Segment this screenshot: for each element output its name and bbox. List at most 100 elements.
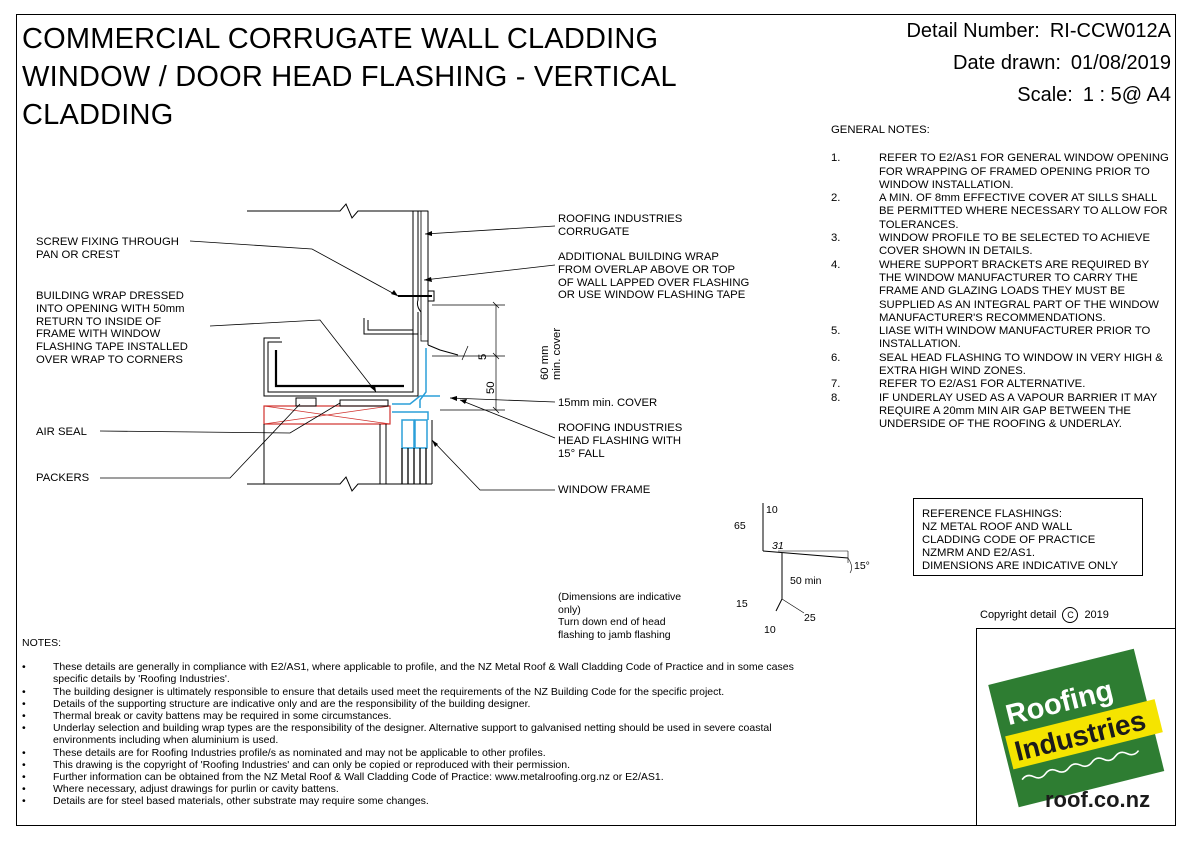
general-note: 4.WHERE SUPPORT BRACKETS ARE REQUIRED BY… (831, 259, 1171, 325)
label-packers: PACKERS (36, 472, 90, 484)
note-text: These details are generally in complianc… (53, 661, 794, 686)
profile-dim-50min: 50 min (790, 575, 822, 587)
general-note-number: 2. (831, 192, 841, 205)
logo-wave-line (1021, 750, 1140, 781)
detail-number-value: RI-CCW012A (1049, 20, 1171, 42)
cavity-batten (420, 210, 429, 342)
flashing-profile-sketch: 10 65 31 15° 50 min 15 25 10 (734, 503, 870, 636)
leader-wrap (209, 319, 377, 393)
detail-number-label: Detail Number: (906, 20, 1040, 42)
general-note-number: 5. (831, 325, 841, 338)
general-note: 6.SEAL HEAD FLASHING TO WINDOW IN VERY H… (831, 352, 1171, 379)
note-item: • Where necessary, adjust drawings for pu… (22, 783, 822, 795)
label-head-flashing: ROOFING INDUSTRIES HEAD FLASHING WITH 15… (558, 422, 683, 460)
reference-flashings-box: REFERENCE FLASHINGS: NZ METAL ROOF AND W… (913, 498, 1143, 576)
profile-dim-10-top: 10 (766, 504, 778, 516)
lintel-timber (263, 405, 391, 425)
general-note-number: 8. (831, 391, 841, 404)
profile-dim-15: 15 (736, 598, 748, 610)
copyright: Copyright detail C 2019 (980, 607, 1109, 623)
profile-slope (762, 550, 849, 559)
general-note-text: REFER TO E2/AS1 FOR GENERAL WINDOW OPENI… (879, 152, 1169, 191)
logo-panel: Roofing Industries roof.co.nz (976, 628, 1176, 826)
general-note-number: 1. (831, 152, 841, 165)
logo-yellow-band (1005, 699, 1163, 770)
scale-value: 1 : 5@ A4 (1082, 84, 1171, 106)
profile-note: (Dimensions are indicative only) Turn do… (558, 591, 682, 641)
leader-air-seal (99, 402, 341, 434)
note-text: Thermal break or cavity battens may be r… (53, 710, 392, 723)
profile-dim-65: 65 (734, 520, 746, 532)
flashing-fall (427, 344, 459, 356)
note-bullet: • (22, 697, 26, 710)
note-text: Underlay selection and building wrap typ… (53, 722, 772, 747)
general-note-number: 6. (831, 351, 841, 364)
profile-dim-10-bottom: 10 (764, 624, 776, 636)
label-screw-fixing: SCREW FIXING THROUGH PAN OR CREST (36, 236, 179, 261)
date-drawn-value: 01/08/2019 (1070, 52, 1171, 74)
leader-head-flashing (459, 399, 556, 439)
general-note-text: LIASE WITH WINDOW MANUFACTURER PRIOR TO … (879, 325, 1151, 351)
note-item: •These details are generally in complian… (22, 661, 822, 685)
copyright-icon: C (1062, 607, 1079, 623)
break-line-top (247, 203, 428, 219)
note-text: Where necessary, adjust drawings for pur… (53, 783, 339, 796)
note-text: This drawing is the copyright of 'Roofin… (53, 758, 571, 771)
label-additional-wrap: ADDITIONAL BUILDING WRAP FROM OVERLAP AB… (558, 251, 750, 302)
note-bullet: • (22, 771, 26, 784)
leader-screw (189, 240, 399, 297)
note-bullet: • (22, 722, 26, 735)
dim-5-label: 5 (477, 354, 489, 360)
profile-drip (775, 553, 783, 612)
profile-dim-25: 25 (804, 612, 816, 624)
label-window-frame: WINDOW FRAME (558, 484, 651, 496)
leader-additional-wrap (423, 264, 556, 281)
label-building-wrap: BUILDING WRAP DRESSED INTO OPENING WITH … (36, 290, 188, 366)
note-item: • Underlay selection and building wrap ty… (22, 722, 822, 746)
scale-label: Scale: (1017, 84, 1073, 106)
title-line-2: WINDOW / DOOR HEAD FLASHING - VERTICAL (22, 61, 677, 93)
dim-50-label: 50 (485, 381, 497, 394)
general-note-number: 4. (831, 258, 841, 271)
head-flashing (419, 348, 427, 408)
building-wrap (274, 350, 404, 388)
detail-number: Detail Number: RI-CCW012A (906, 20, 1171, 43)
leader-corrugate (424, 225, 556, 235)
title-line-3: CLADDING (22, 99, 174, 131)
title-line-1: COMMERCIAL CORRUGATE WALL CLADDING (22, 23, 659, 55)
note-bullet: • (22, 758, 26, 771)
note-text: These details are for Roofing Industries… (53, 746, 546, 759)
general-note: 7.REFER TO E2/AS1 FOR ALTERNATIVE. (831, 378, 1171, 391)
note-bullet: • (22, 710, 26, 723)
note-text: The building designer is ultimately resp… (53, 685, 725, 698)
note-text: Details of the supporting structure are … (53, 697, 531, 710)
general-note: 3.WINDOW PROFILE TO BE SELECTED TO ACHIE… (831, 232, 1171, 259)
profile-dim-15deg: 15° (854, 560, 870, 572)
general-note-text: IF UNDERLAY USED AS A VAPOUR BARRIER IT … (879, 391, 1158, 431)
note-text: Further information can be obtained from… (53, 771, 664, 784)
note-item: • This drawing is the copyright of 'Roofi… (22, 759, 822, 771)
logo-url: roof.co.nz (1045, 787, 1150, 812)
copyright-year: 2019 (1084, 609, 1109, 621)
general-notes-heading: GENERAL NOTES: (831, 124, 930, 136)
note-item: •These details are for Roofing Industrie… (22, 747, 822, 759)
date-drawn-label: Date drawn: (953, 52, 1061, 74)
dim-60-label: 60 mm (539, 345, 551, 380)
note-item: • Thermal break or cavity battens may be … (22, 710, 822, 722)
general-note: 8. IF UNDERLAY USED AS A VAPOUR BARRIER I… (831, 392, 1171, 432)
drawing-title: COMMERCIAL CORRUGATE WALL CLADDING WINDO… (22, 20, 782, 134)
general-note-number: 7. (831, 378, 841, 391)
notes-heading: NOTES: (22, 637, 62, 649)
general-notes: GENERAL NOTES: 1. REFER TO E2/AS1 FOR GEN… (831, 124, 1171, 432)
dim-min-cover-label: min. cover (551, 328, 563, 380)
note-bullet: • (22, 795, 26, 808)
air-seal (339, 399, 389, 407)
leader-min-cover (449, 397, 556, 403)
break-line-bottom (247, 476, 432, 492)
notes: NOTES: •These details are generally in c… (22, 637, 822, 808)
date-drawn: Date drawn: 01/08/2019 (953, 52, 1171, 75)
general-note-text: WINDOW PROFILE TO BE SELECTED TO ACHIEVE… (879, 232, 1150, 258)
copyright-label: Copyright detail (980, 609, 1057, 621)
note-bullet: • (22, 783, 26, 796)
